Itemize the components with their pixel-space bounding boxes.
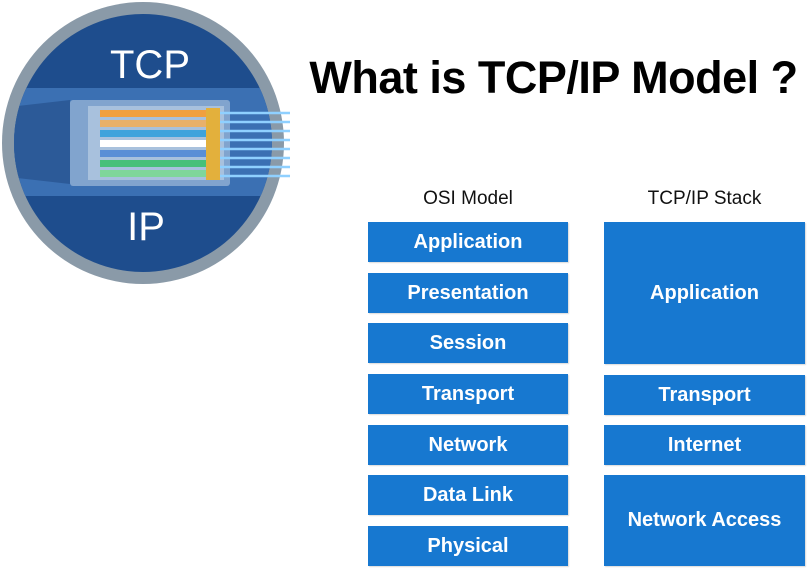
tcpip-layer-transport: Transport: [604, 375, 805, 415]
osi-layer-transport: Transport: [368, 374, 568, 414]
osi-model-heading: OSI Model: [423, 188, 513, 209]
tcpip-layer-network-access: Network Access: [604, 475, 805, 566]
osi-layer-session: Session: [368, 323, 568, 363]
tcpip-layer-application: Application: [604, 222, 805, 364]
osi-layer-data-link: Data Link: [368, 475, 568, 515]
osi-layer-presentation: Presentation: [368, 273, 568, 313]
logo-ip-text: IP: [127, 205, 165, 249]
tcpip-layer-internet: Internet: [604, 425, 805, 465]
osi-layer-physical: Physical: [368, 526, 568, 566]
tcpip-stack-heading: TCP/IP Stack: [647, 188, 762, 209]
tcp-ip-logo: TCP IP: [2, 2, 290, 284]
osi-layer-application: Application: [368, 222, 568, 262]
logo-tcp-text: TCP: [110, 43, 190, 87]
ethernet-cable-icon: [70, 100, 290, 186]
osi-layer-network: Network: [368, 425, 568, 465]
page-title: What is TCP/IP Model ?: [309, 52, 798, 103]
